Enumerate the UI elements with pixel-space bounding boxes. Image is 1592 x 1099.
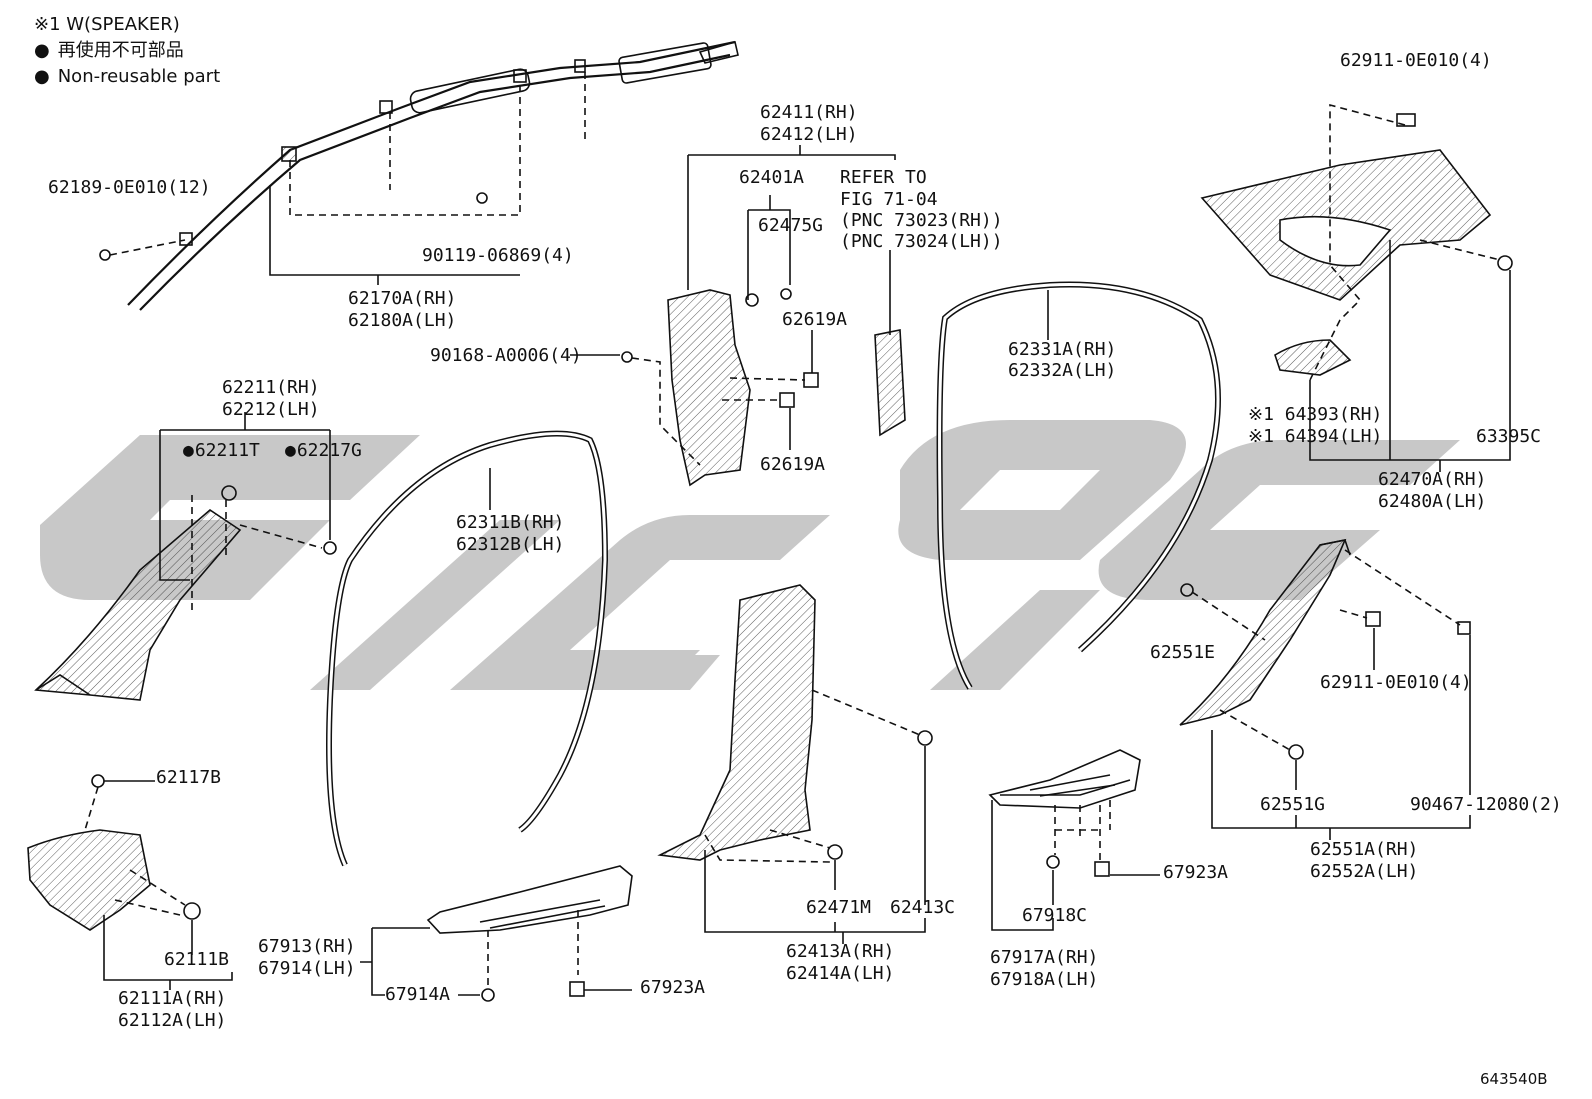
part-label: 62117B (156, 767, 222, 788)
part-label: 62911-0E010(4) (1340, 50, 1492, 71)
part-label: 67923A (1163, 862, 1229, 883)
reference-note: FIG 71-04 (840, 189, 938, 210)
part-label: 62470A(RH) (1378, 469, 1487, 490)
part-label: 62332A(LH) (1008, 360, 1117, 381)
part-label: 67914A (385, 984, 451, 1005)
part-label: 62475G (758, 215, 824, 236)
part-label: 62414A(LH) (786, 963, 895, 984)
part-label: ※1 64393(RH) (1248, 404, 1383, 425)
part-label: 62413A(RH) (786, 941, 895, 962)
part-label: 67914(LH) (258, 958, 356, 979)
part-label: 62619A (782, 309, 848, 330)
part-label: 62111B (164, 949, 230, 970)
part-label: 62480A(LH) (1378, 491, 1487, 512)
part-label: 62551A(RH) (1310, 839, 1419, 860)
part-label: 62471M (806, 897, 872, 918)
legend-nonreusable-jp: 再使用不可部品 (34, 40, 184, 62)
part-label-nonreusable: 62211T (183, 441, 260, 461)
figure-id: 643540B (1480, 1070, 1548, 1088)
diagram-parts (27, 40, 1513, 1002)
part-label: 62552A(LH) (1310, 861, 1419, 882)
part-label: 62112A(LH) (118, 1010, 227, 1031)
reference-note: (PNC 73024(LH)) (840, 231, 1003, 252)
reference-note: REFER TO (840, 167, 927, 188)
watermark-logo (40, 420, 1460, 690)
part-label: 62311B(RH) (456, 512, 565, 533)
legend-nonreusable-en: Non-reusable part (34, 66, 220, 88)
part-label: 62551G (1260, 794, 1326, 815)
part-label: 67913(RH) (258, 936, 356, 957)
part-label: 62170A(RH) (348, 288, 457, 309)
part-label-nonreusable: 62217G (285, 441, 362, 461)
part-label: 90119-06869(4) (422, 245, 574, 266)
part-label: 62413C (890, 897, 956, 918)
part-label: 62412(LH) (760, 124, 858, 145)
part-label: 62401A (739, 167, 805, 188)
part-label: 62189-0E010(12) (48, 177, 211, 198)
part-label: 67918C (1022, 905, 1088, 926)
part-label: 62411(RH) (760, 102, 858, 123)
part-label: 63395C (1476, 426, 1542, 447)
part-label: 62211(RH) (222, 377, 320, 398)
part-label: 90168-A0006(4) (430, 345, 582, 366)
part-label: 62911-0E010(4) (1320, 672, 1472, 693)
part-label: 67917A(RH) (990, 947, 1099, 968)
part-label: 67923A (640, 977, 706, 998)
part-label: 62212(LH) (222, 399, 320, 420)
part-label: 62180A(LH) (348, 310, 457, 331)
part-label: 62331A(RH) (1008, 339, 1117, 360)
part-label: 62312B(LH) (456, 534, 565, 555)
part-label: 90467-12080(2) (1410, 794, 1562, 815)
part-label: ※1 64394(LH) (1248, 426, 1383, 447)
part-label: 67918A(LH) (990, 969, 1099, 990)
legend-note: ※1 W(SPEAKER) (34, 14, 180, 35)
part-label: 62619A (760, 454, 826, 475)
part-label: 62551E (1150, 642, 1216, 663)
reference-note: (PNC 73023(RH)) (840, 210, 1003, 231)
part-label: 62111A(RH) (118, 988, 227, 1009)
